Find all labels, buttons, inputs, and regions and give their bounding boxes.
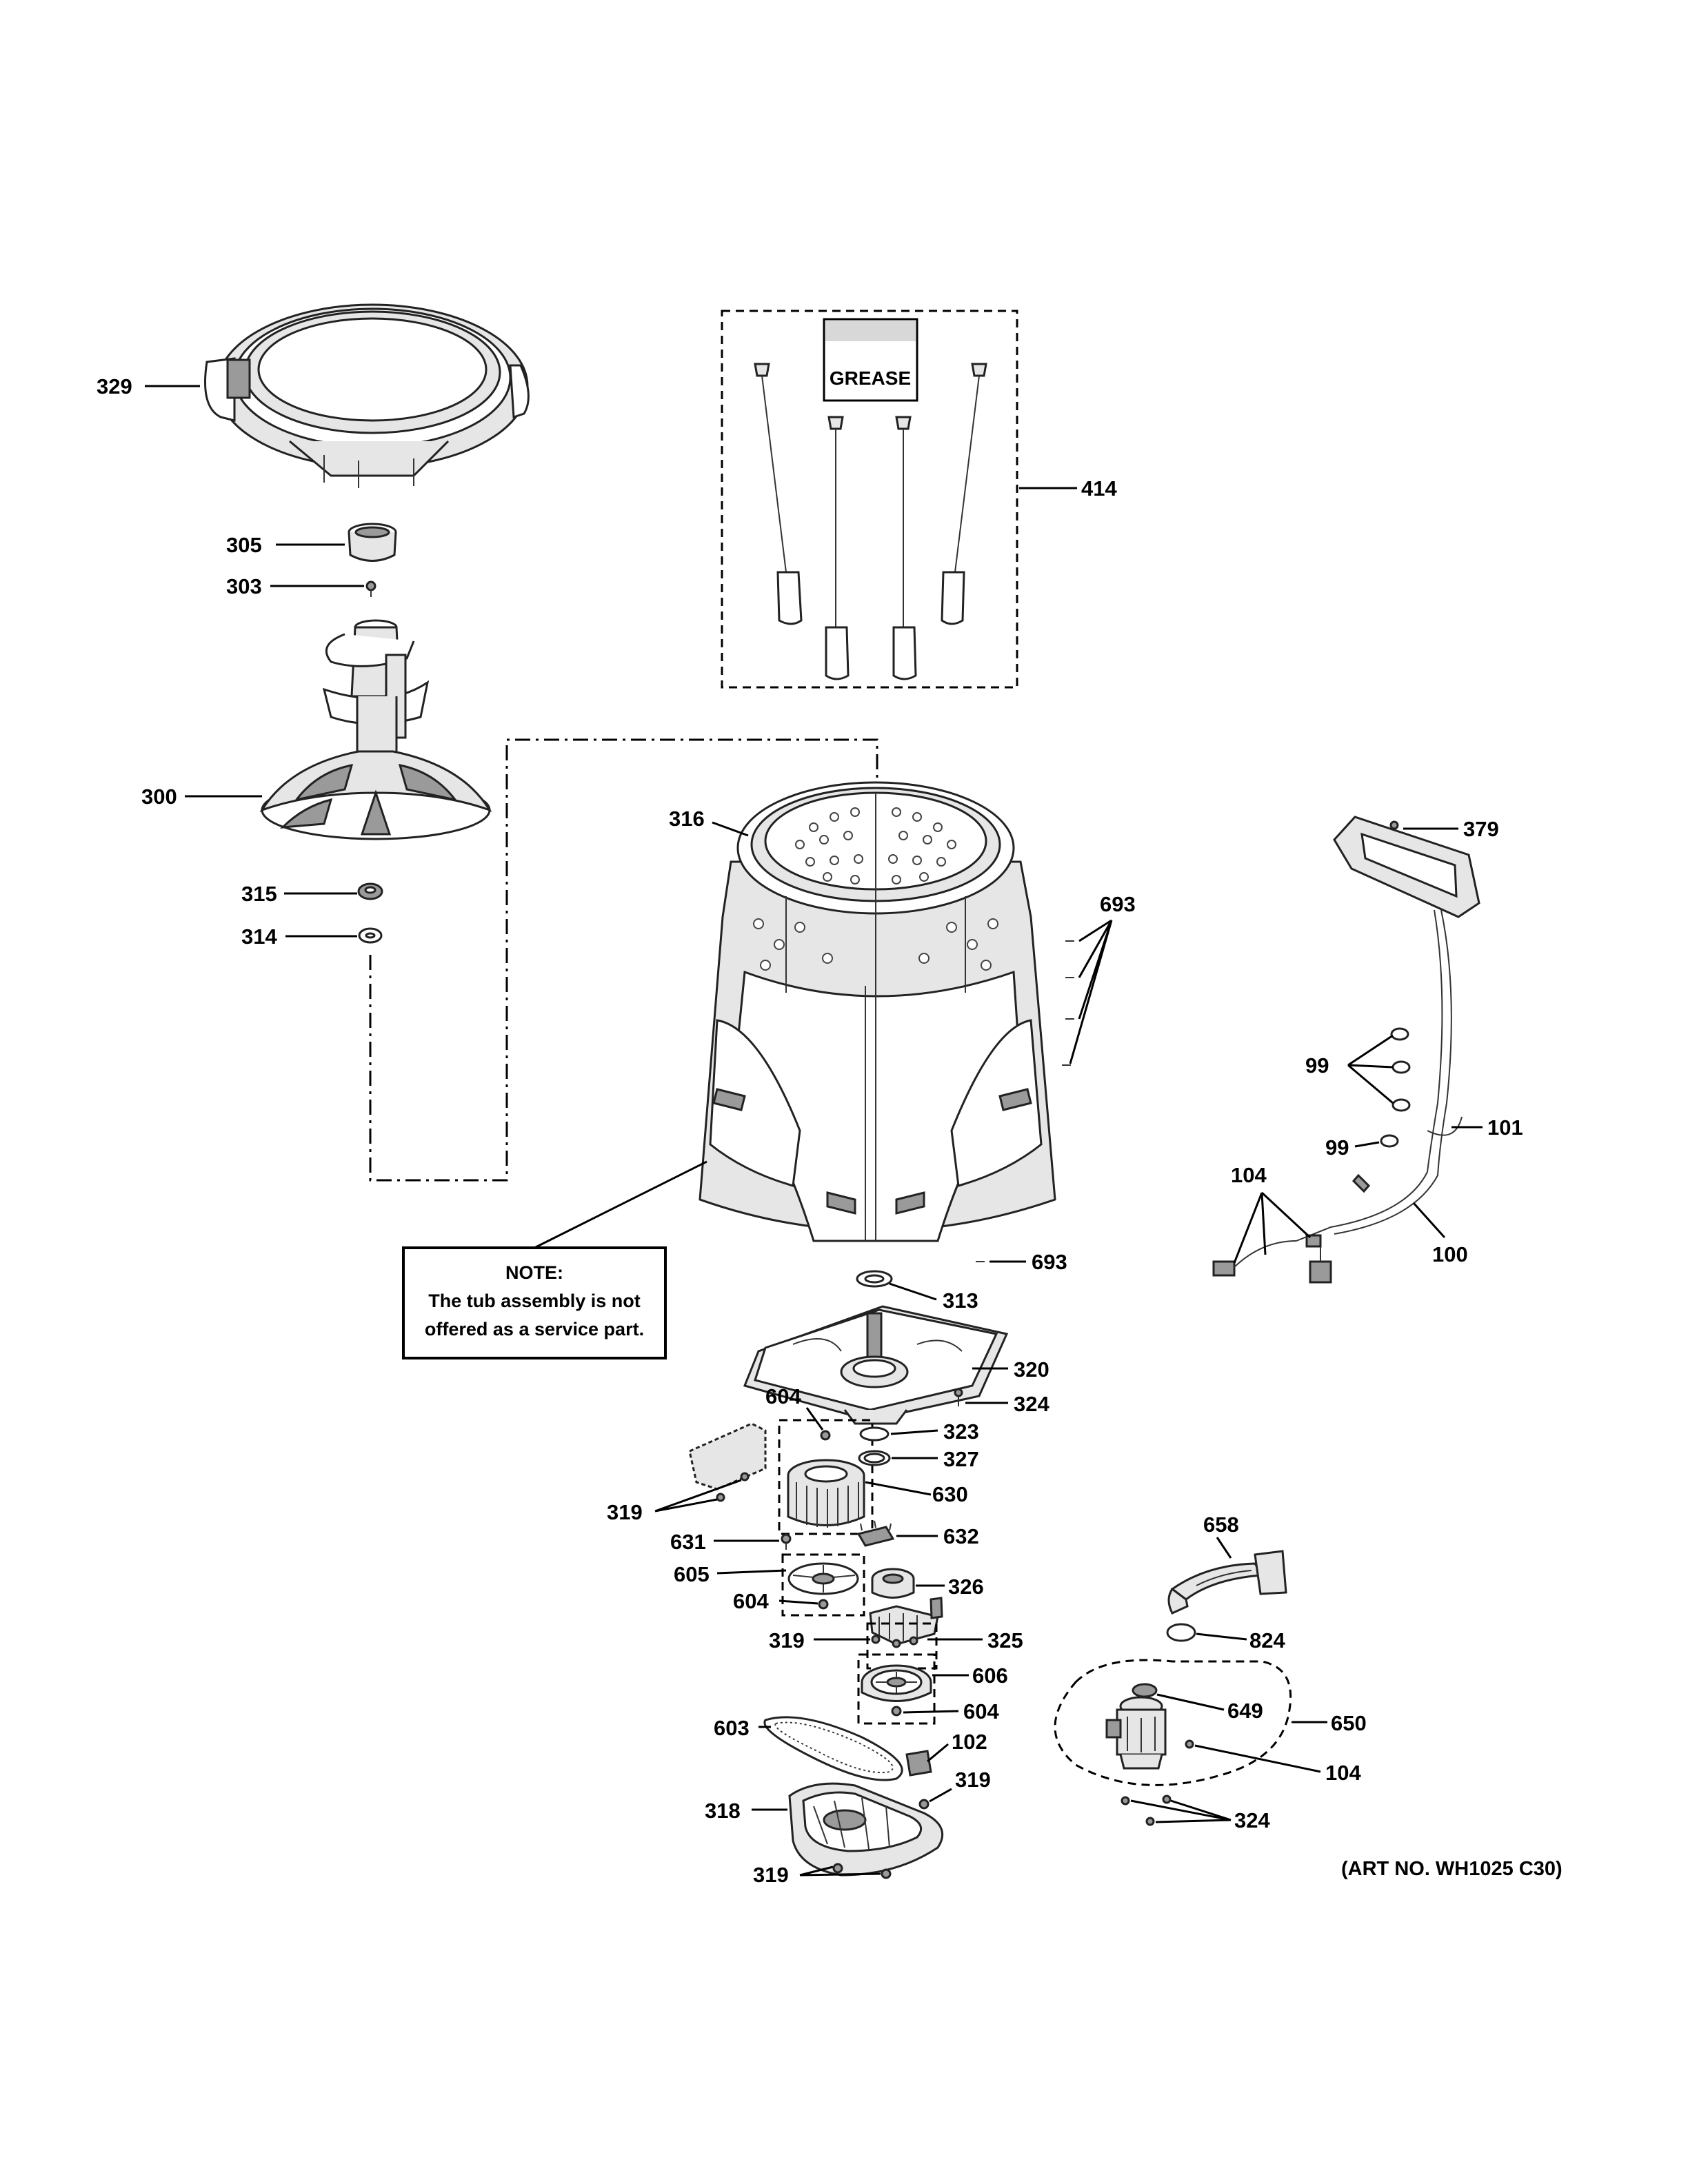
label-603: 603: [714, 1716, 750, 1740]
label-102: 102: [952, 1730, 987, 1754]
motor-group-outline: [778, 1419, 874, 1535]
part-631-screw: [781, 1533, 792, 1550]
part-319-screw-right: [918, 1799, 930, 1810]
part-104-screw: [1185, 1739, 1194, 1749]
part-603-belt: [763, 1716, 903, 1781]
label-319-b: 319: [769, 1628, 805, 1652]
label-314: 314: [241, 924, 277, 949]
label-101: 101: [1487, 1115, 1523, 1140]
part-630-motor: [787, 1459, 865, 1528]
part-324-screws: [1121, 1794, 1172, 1826]
label-650: 650: [1331, 1711, 1367, 1735]
part-102-clip: [905, 1750, 932, 1777]
label-414: 414: [1081, 476, 1117, 501]
label-315: 315: [241, 882, 277, 906]
part-658-hose: [1167, 1550, 1287, 1615]
part-99-clips: [1352, 820, 1411, 1193]
label-324-a: 324: [1014, 1392, 1049, 1416]
label-379: 379: [1463, 817, 1499, 841]
label-320: 320: [1014, 1357, 1049, 1382]
note-line-1: The tub assembly is not: [428, 1291, 641, 1311]
label-313: 313: [943, 1288, 978, 1313]
label-327: 327: [943, 1447, 979, 1471]
part-323-ring: [859, 1426, 890, 1442]
part-326-bearing: [871, 1568, 915, 1599]
label-99-a: 99: [1305, 1053, 1329, 1078]
part-824-clamp: [1166, 1623, 1196, 1642]
label-316: 316: [669, 807, 705, 831]
label-305: 305: [226, 533, 262, 557]
part-329-tub-cover: [204, 303, 530, 488]
label-323: 323: [943, 1419, 979, 1444]
part-305-agitator-cap: [348, 523, 397, 562]
label-824: 824: [1249, 1628, 1285, 1652]
label-630: 630: [932, 1482, 968, 1506]
kit-414-outline: [721, 310, 1018, 689]
label-693-a: 693: [1100, 892, 1136, 916]
clutch-group-outline: [866, 1622, 938, 1670]
label-104-b: 104: [1325, 1761, 1361, 1785]
part-649-pump-top: [1132, 1683, 1158, 1698]
label-99-b: 99: [1325, 1135, 1349, 1160]
note-line-2: offered as a service part.: [425, 1319, 644, 1339]
part-693-screws: [976, 940, 1074, 1262]
art-number: (ART NO. WH1025 C30): [1341, 1858, 1563, 1880]
basket-holes: [753, 807, 998, 971]
part-319-bracket: [688, 1422, 767, 1502]
label-324-b: 324: [1234, 1808, 1270, 1832]
label-319-c: 319: [955, 1768, 991, 1792]
label-693-b: 693: [1032, 1250, 1067, 1274]
label-604-b: 604: [733, 1589, 769, 1613]
label-329: 329: [97, 374, 132, 398]
note-heading: NOTE:: [505, 1262, 563, 1283]
part-325-clutch: [869, 1597, 943, 1646]
part-606-pulley: [861, 1664, 932, 1702]
label-100: 100: [1432, 1242, 1468, 1266]
label-605: 605: [674, 1562, 710, 1586]
label-606: 606: [972, 1664, 1008, 1688]
label-300: 300: [141, 785, 177, 809]
part-316-wash-basket: [699, 781, 1056, 1242]
part-320-mounting-plate: [743, 1305, 1009, 1425]
grease-pack: GREASE: [823, 318, 918, 402]
label-104-a: 104: [1231, 1163, 1267, 1187]
part-650-drain-pump: [1105, 1696, 1167, 1770]
label-631: 631: [670, 1530, 706, 1554]
part-100-wire-harness: [1212, 816, 1480, 1284]
label-326: 326: [948, 1575, 984, 1599]
part-318-belt-cover: [788, 1782, 944, 1877]
part-605-rotor: [787, 1562, 859, 1595]
label-319-a: 319: [607, 1500, 643, 1524]
part-319-screws-bottom: [832, 1863, 892, 1879]
pump-group-outline: [1054, 1659, 1292, 1786]
part-327-ring: [858, 1450, 891, 1466]
part-414-suspension-rods: [754, 363, 987, 680]
label-303: 303: [226, 574, 262, 598]
part-303-screw: [365, 580, 376, 597]
rotor-group-outline: [781, 1553, 865, 1617]
pulley-group-outline: [857, 1653, 936, 1725]
part-319-screws-mid: [871, 1635, 918, 1648]
part-300-agitator: [259, 619, 492, 840]
part-604-screw-low: [891, 1706, 902, 1717]
grease-label: GREASE: [830, 367, 911, 389]
part-604-screw-mid: [818, 1599, 829, 1610]
label-658: 658: [1203, 1513, 1239, 1537]
label-632: 632: [943, 1524, 979, 1548]
part-632-sensor: [856, 1520, 895, 1547]
label-325: 325: [987, 1628, 1023, 1652]
label-604-c: 604: [963, 1699, 999, 1723]
part-313-seal: [856, 1270, 893, 1288]
part-324-screw: [954, 1388, 963, 1406]
label-319-d: 319: [753, 1863, 789, 1887]
part-315-nut: [357, 882, 383, 900]
label-318: 318: [705, 1799, 741, 1823]
part-604-screw-top: [820, 1430, 831, 1441]
part-314-washer: [358, 927, 383, 944]
note-box: NOTE: The tub assembly is not offered as…: [402, 1246, 667, 1359]
label-649: 649: [1227, 1699, 1263, 1723]
label-604-a: 604: [765, 1384, 801, 1408]
